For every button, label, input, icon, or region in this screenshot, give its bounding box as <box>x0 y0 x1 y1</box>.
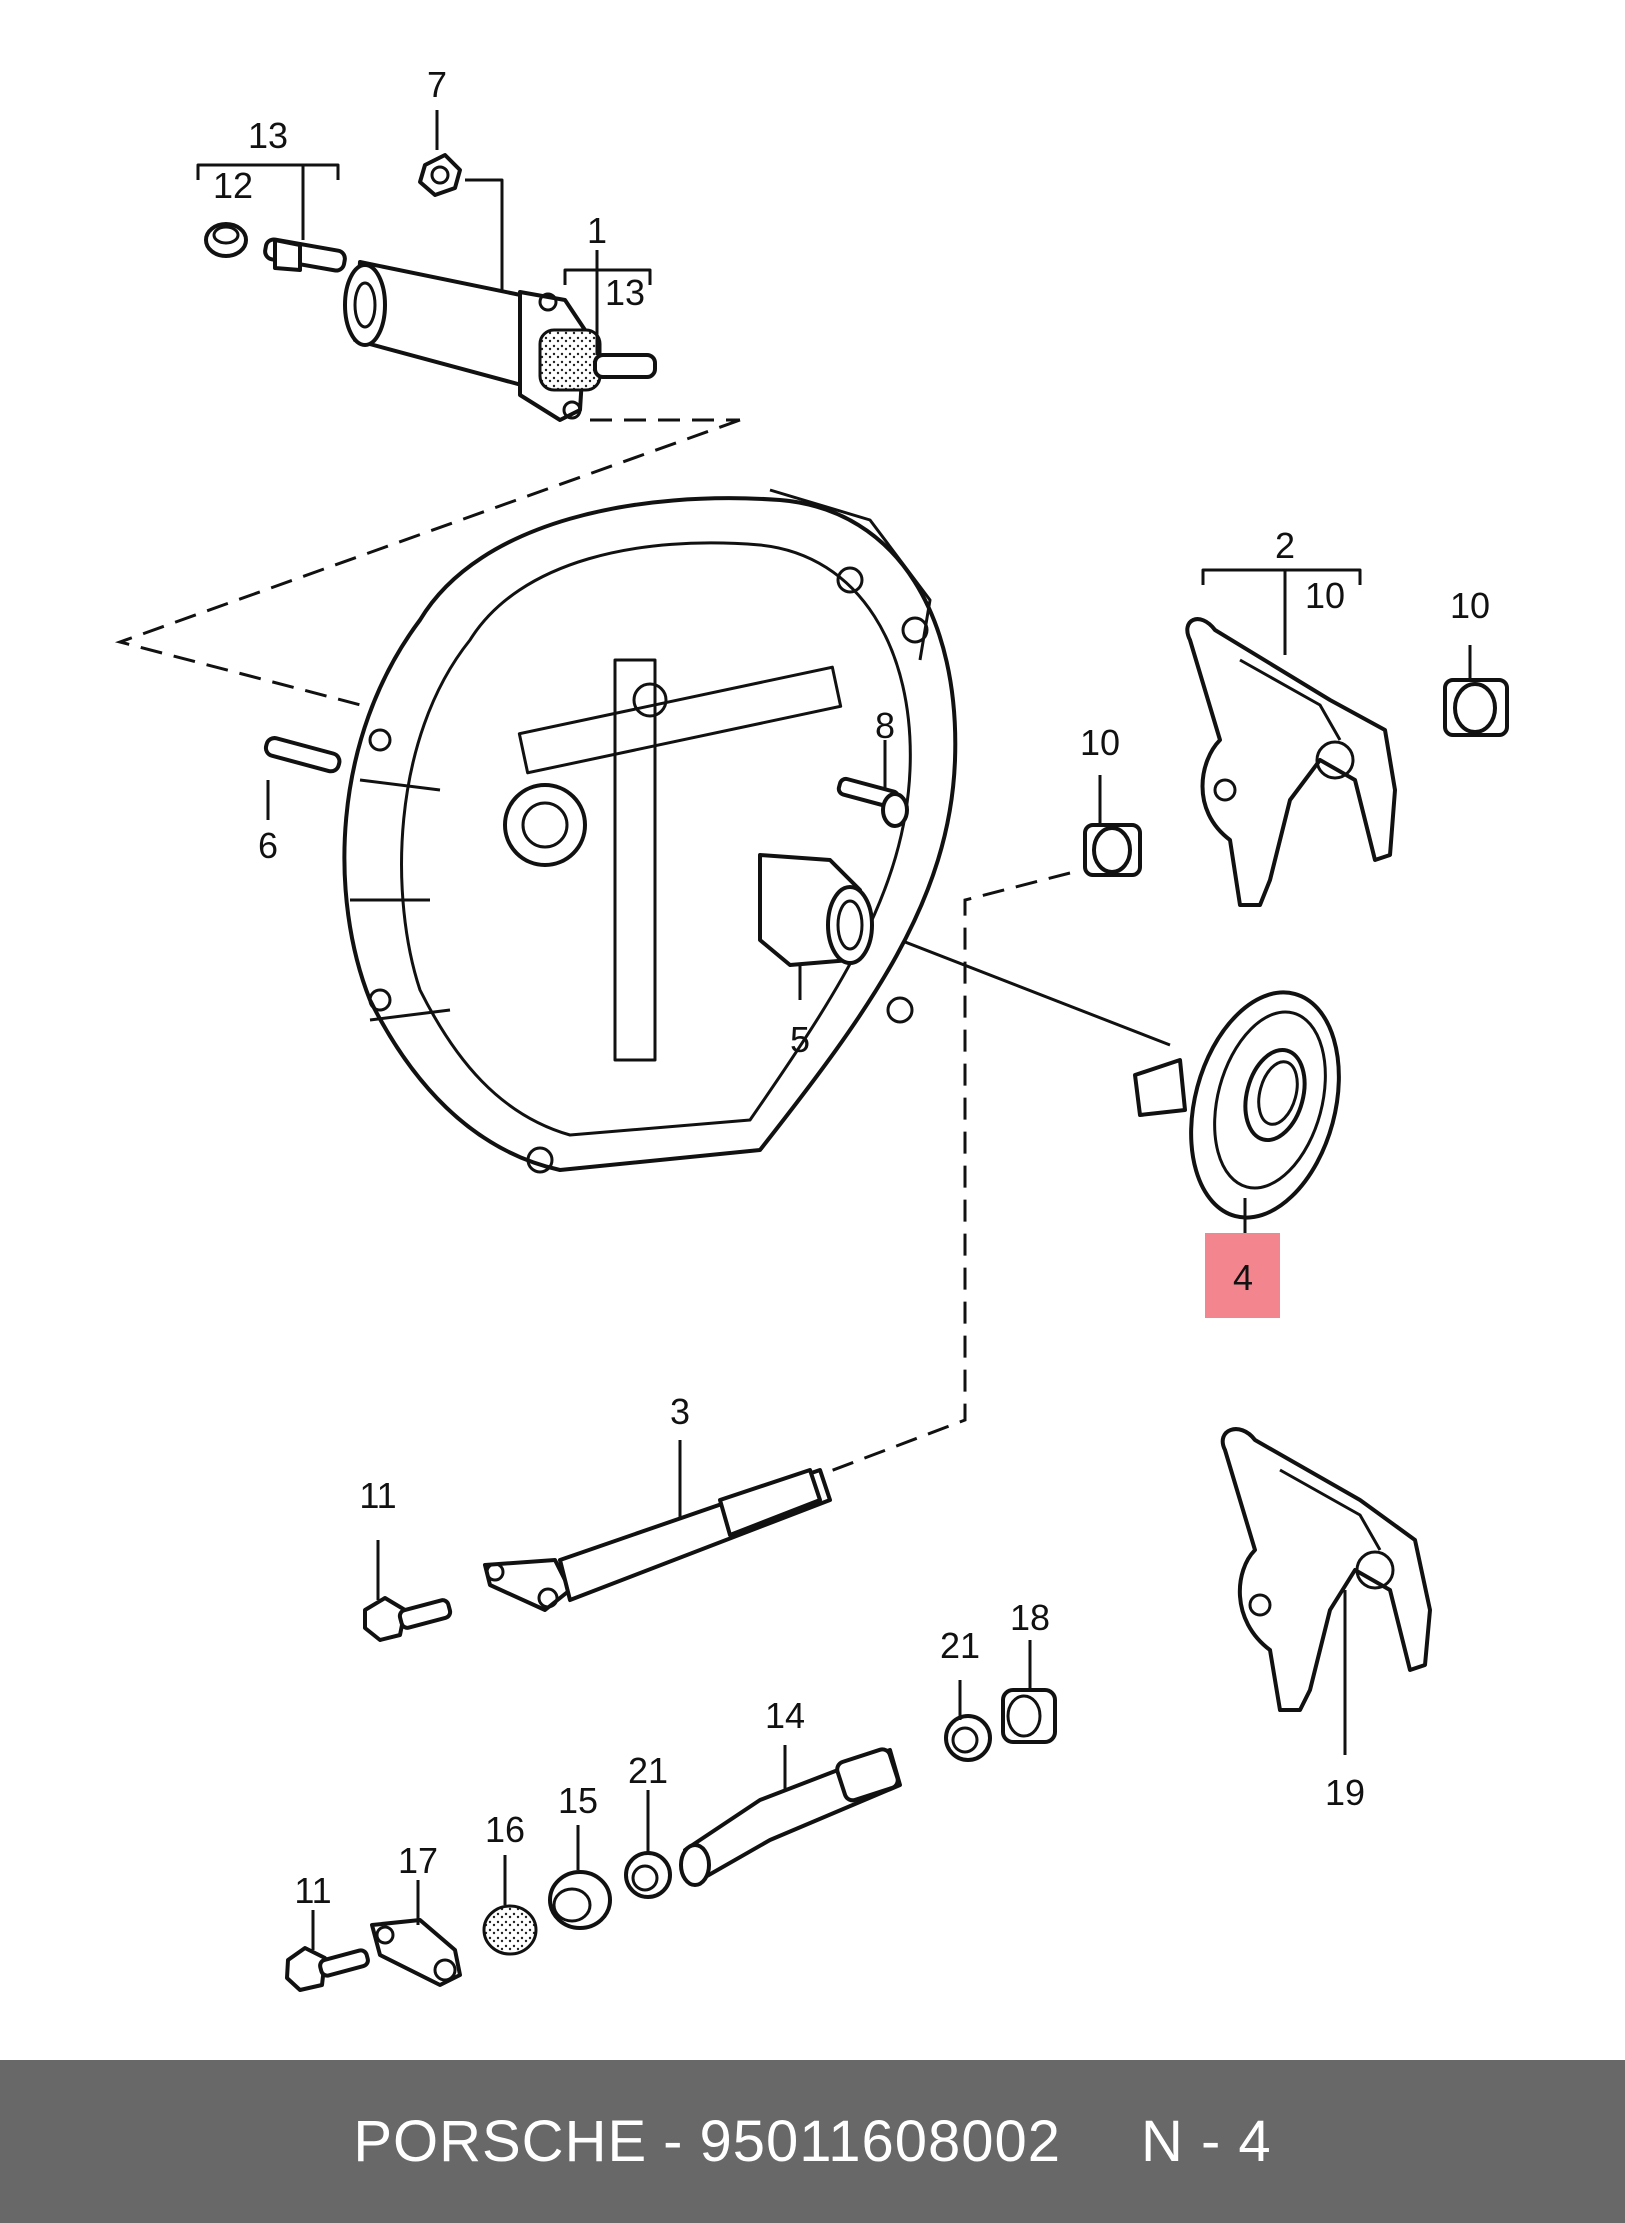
label-1: 1 <box>587 210 607 251</box>
part-11-bolt-upper <box>363 1596 453 1642</box>
label-6: 6 <box>258 825 278 866</box>
part-6-stud <box>263 736 342 774</box>
part-11-bolt-lower <box>285 1946 370 1992</box>
footer-part-number: 95011608002 <box>699 2109 1061 2174</box>
footer-brand: PORSCHE <box>353 2109 648 2174</box>
part-19-fork <box>1220 1427 1432 1712</box>
label-5: 5 <box>790 1019 810 1060</box>
label-13-top: 13 <box>248 115 288 156</box>
label-8: 8 <box>875 705 895 746</box>
part-3-release-shaft <box>483 1468 832 1612</box>
label-14: 14 <box>765 1695 805 1736</box>
part-10-bearing-right <box>1443 678 1509 737</box>
part-10-bearing-left <box>1083 823 1142 877</box>
exploded-parts-diagram: 7 13 12 1 13 2 10 10 8 10 6 5 4 3 11 21 … <box>114 64 1509 1992</box>
label-16: 16 <box>485 1809 525 1850</box>
part-21-seal-lower <box>624 1851 672 1899</box>
part-12-cap <box>204 222 248 258</box>
highlight-box-part-4 <box>1205 1233 1280 1318</box>
part-16-bushing <box>482 1904 538 1956</box>
label-2: 2 <box>1275 525 1295 566</box>
footer-diagram-code: N - 4 <box>1141 2109 1272 2174</box>
part-1-slave-cylinder <box>343 260 657 422</box>
part-14-pin <box>679 1747 902 1887</box>
part-15-bushing <box>548 1870 612 1930</box>
footer-bar: PORSCHE - 95011608002 N - 4 <box>0 2060 1625 2223</box>
footer-separator: - <box>663 2109 684 2174</box>
label-21-right: 21 <box>940 1625 980 1666</box>
leader-lines <box>196 110 1472 1950</box>
label-19: 19 <box>1325 1772 1365 1813</box>
part-7-nut <box>418 153 462 197</box>
label-10-fork: 10 <box>1305 575 1345 616</box>
label-11-lower: 11 <box>294 1870 331 1911</box>
label-17: 17 <box>398 1840 438 1881</box>
part-2-release-fork <box>1185 617 1397 907</box>
part-18-bearing <box>1001 1688 1057 1744</box>
label-10-right: 10 <box>1450 585 1490 626</box>
part-17-bracket <box>370 1918 462 1987</box>
part-5-guide-tube <box>758 853 874 967</box>
label-4: 4 <box>1233 1257 1253 1298</box>
label-3: 3 <box>670 1391 690 1432</box>
label-18: 18 <box>1010 1597 1050 1638</box>
clutch-housing <box>342 488 958 1174</box>
part-21-seal-upper <box>944 1714 992 1762</box>
label-13-right: 13 <box>605 272 645 313</box>
label-12: 12 <box>213 165 253 206</box>
callout-labels: 7 13 12 1 13 2 10 10 8 10 6 5 4 3 11 21 … <box>213 64 1490 1911</box>
label-7: 7 <box>427 64 447 105</box>
label-21-left: 21 <box>628 1750 668 1791</box>
label-10-left: 10 <box>1080 722 1120 763</box>
label-11-upper: 11 <box>359 1475 396 1516</box>
part-4-release-bearing[interactable] <box>1133 976 1362 1234</box>
label-15: 15 <box>558 1780 598 1821</box>
part-13-bleeder-screw <box>263 237 347 273</box>
part-8-bolt <box>836 776 909 828</box>
